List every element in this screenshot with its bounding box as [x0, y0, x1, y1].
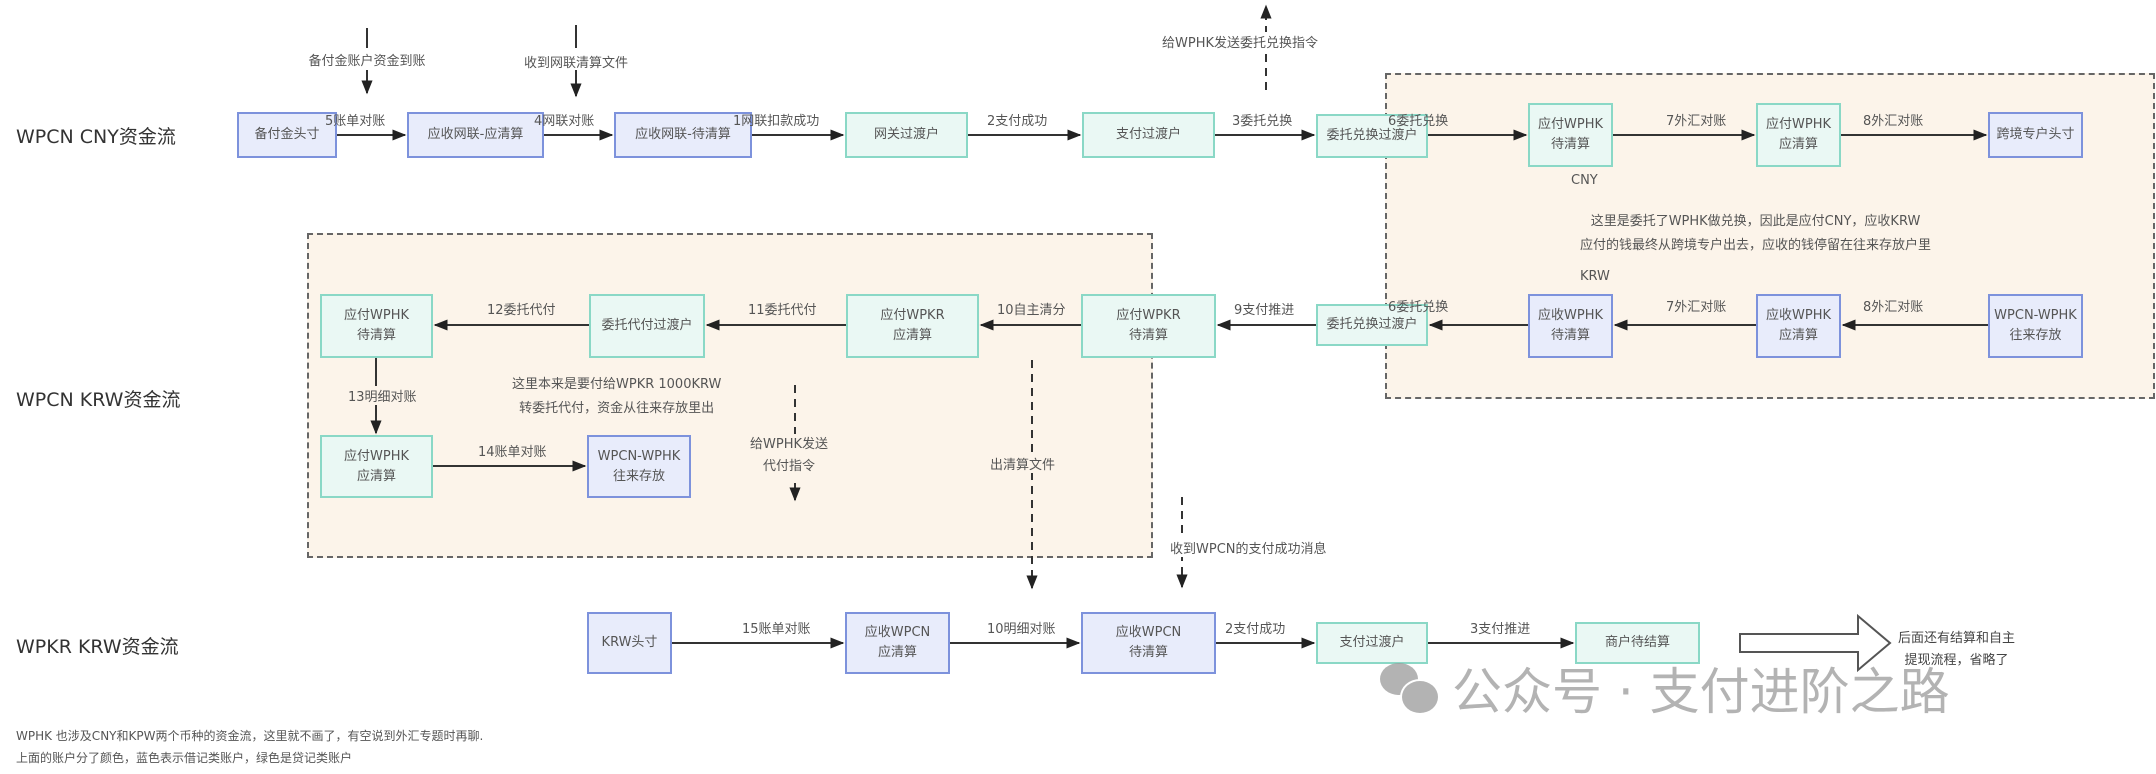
agent-pay-region	[307, 233, 1153, 558]
node-krw-position[interactable]: KRW头寸	[587, 612, 672, 674]
footnote-line: WPHK 也涉及CNY和KPW两个币种的资金流，这里就不画了，有空说到外汇专题时…	[16, 729, 484, 743]
edge-label: 3支付推进	[1470, 622, 1531, 637]
node-recv-wpcn-pending[interactable]: 应收WPCN 待清算	[1081, 612, 1216, 674]
node-recv-wphk-due[interactable]: 应收WPHK 应清算	[1756, 294, 1841, 358]
omitted-note: 后面还有结算和自主 提现流程，省略了	[1898, 628, 2015, 672]
edge-label: 6委托兑换	[1388, 300, 1449, 315]
row-title-wpcn-krw: WPCN KRW资金流	[16, 389, 181, 411]
wechat-icon	[1380, 663, 1440, 715]
node-crossborder-position[interactable]: 跨境专户头寸	[1988, 112, 2083, 158]
node-pay-wphk-pending-krw[interactable]: 应付WPHK 待清算	[320, 294, 433, 358]
node-pay-wpkr-pending[interactable]: 应付WPKR 待清算	[1081, 294, 1216, 358]
row-title-wpkr-krw: WPKR KRW资金流	[16, 636, 179, 658]
edge-label: 13明细对账	[348, 386, 417, 405]
annotation-send-agent-pay-instruction: 给WPHK发送 代付指令	[750, 434, 828, 478]
node-pay-wphk-due[interactable]: 应付WPHK 应清算	[1756, 103, 1841, 167]
currency-krw: KRW	[1580, 269, 1610, 284]
edge-label: 3委托兑换	[1232, 114, 1293, 129]
row-title-wpcn-cny: WPCN CNY资金流	[16, 126, 176, 148]
edge-label: 10明细对账	[987, 622, 1056, 637]
watermark-text: 公众号 · 支付进阶之路	[1452, 663, 1950, 721]
node-wpcn-wphk-nostro-2[interactable]: WPCN-WPHK 往来存放	[587, 435, 691, 498]
annotation-wpcn-pay-success-msg: 收到WPCN的支付成功消息	[1170, 538, 1327, 557]
node-merchant-pending[interactable]: 商户待结算	[1575, 622, 1700, 664]
node-recv-netunion-due[interactable]: 应收网联-应清算	[407, 112, 544, 158]
node-wpcn-wphk-nostro[interactable]: WPCN-WPHK 往来存放	[1988, 294, 2083, 358]
continue-arrow	[1739, 613, 1892, 673]
exchange-note: 这里是委托了WPHK做兑换，因此是应付CNY，应收KRW 应付的钱最终从跨境专户…	[1580, 210, 1931, 258]
edge-label: 10自主清分	[997, 303, 1066, 318]
omitted-note-line1: 后面还有结算和自主	[1898, 631, 2016, 646]
exchange-note-line1: 这里是委托了WPHK做兑换，因此是应付CNY，应收KRW	[1590, 214, 1921, 229]
edge-label: 4网联对账	[534, 114, 595, 129]
node-recv-netunion-pending[interactable]: 应收网联-待清算	[614, 112, 752, 158]
currency-cny: CNY	[1571, 173, 1598, 188]
omitted-note-line2: 提现流程，省略了	[1904, 653, 2009, 668]
edge-label: 2支付成功	[1225, 622, 1286, 637]
edge-label: 7外汇对账	[1666, 300, 1727, 315]
node-recv-wphk-pending[interactable]: 应收WPHK 待清算	[1528, 294, 1613, 358]
annotation-send-exchange-instruction: 给WPHK发送委托兑换指令	[1162, 32, 1318, 51]
edge-label: 1网联扣款成功	[733, 114, 820, 129]
edge-label: 12委托代付	[487, 303, 556, 318]
annotation-reserve-funds-arrived: 备付金账户资金到账	[308, 54, 426, 69]
edge-label: 14账单对账	[478, 445, 547, 460]
node-agent-pay-transit[interactable]: 委托代付过渡户	[589, 294, 705, 358]
node-reserve-position[interactable]: 备付金头寸	[237, 112, 337, 158]
watermark: 公众号 · 支付进阶之路	[1380, 652, 1950, 724]
node-recv-wpcn-due[interactable]: 应收WPCN 应清算	[845, 612, 950, 674]
node-pay-wphk-pending[interactable]: 应付WPHK 待清算	[1528, 103, 1613, 167]
agent-pay-note: 这里本来是要付给WPKR 1000KRW 转委托代付，资金从往来存放里出	[512, 373, 721, 421]
edge-label: 7外汇对账	[1666, 114, 1727, 129]
edge-label: 11委托代付	[748, 303, 817, 318]
edge-label: 5账单对账	[325, 114, 386, 129]
edge-label: 6委托兑换	[1388, 114, 1449, 129]
annotation-netunion-file: 收到网联清算文件	[523, 56, 629, 71]
agent-pay-instruction-line2: 代付指令	[762, 459, 815, 474]
agent-pay-note-line1: 这里本来是要付给WPKR 1000KRW	[512, 377, 722, 392]
footnotes: WPHK 也涉及CNY和KPW两个币种的资金流，这里就不画了，有空说到外汇专题时…	[16, 725, 483, 769]
edge-label: 8外汇对账	[1863, 300, 1924, 315]
node-pay-wphk-due-krw[interactable]: 应付WPHK 应清算	[320, 435, 433, 498]
node-payment-transit-wpkr[interactable]: 支付过渡户	[1316, 622, 1428, 664]
annotation-clearing-file-out: 出清算文件	[990, 454, 1056, 473]
agent-pay-note-line2: 转委托代付，资金从往来存放里出	[519, 401, 715, 416]
edge-label: 8外汇对账	[1863, 114, 1924, 129]
edge-label: 15账单对账	[742, 622, 811, 637]
agent-pay-instruction-line1: 给WPHK发送	[750, 437, 828, 452]
node-exchange-transit[interactable]: 委托兑换过渡户	[1316, 114, 1428, 158]
node-gateway-transit[interactable]: 网关过渡户	[845, 112, 968, 158]
node-exchange-transit-krw[interactable]: 委托兑换过渡户	[1316, 304, 1428, 346]
edge-label: 2支付成功	[987, 114, 1048, 129]
node-payment-transit[interactable]: 支付过渡户	[1082, 112, 1215, 158]
footnote-line: 上面的账户分了颜色，蓝色表示借记类账户，绿色是贷记类账户	[16, 751, 353, 765]
edge-label: 9支付推进	[1234, 303, 1295, 318]
node-pay-wpkr-due[interactable]: 应付WPKR 应清算	[846, 294, 979, 358]
exchange-note-line2: 应付的钱最终从跨境专户出去，应收的钱停留在往来存放户里	[1580, 238, 1932, 253]
